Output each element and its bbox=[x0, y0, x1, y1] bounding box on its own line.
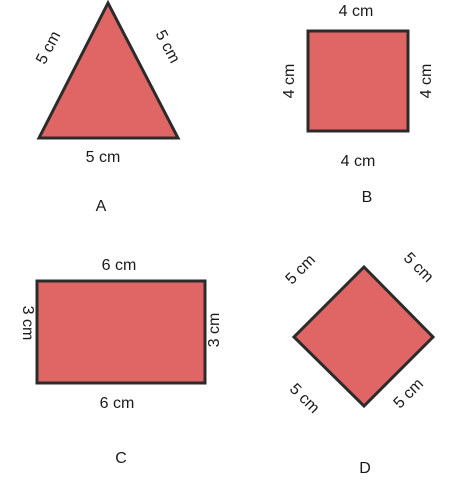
triangle-right-side-label: 5 cm bbox=[152, 28, 183, 67]
figure-a: 5 cm 5 cm 5 cm A bbox=[33, 0, 183, 215]
figure-c: 6 cm 3 cm 3 cm 6 cm C bbox=[19, 257, 223, 467]
square-bottom-side-label: 4 cm bbox=[341, 153, 376, 170]
figure-a-caption: A bbox=[96, 198, 107, 215]
square-top-side-label: 4 cm bbox=[339, 3, 374, 20]
figure-d-caption: D bbox=[359, 460, 371, 477]
figure-b: 4 cm 4 cm 4 cm 4 cm B bbox=[281, 3, 435, 206]
square-left-side-label: 4 cm bbox=[281, 64, 298, 99]
rectangle-left-side-label: 3 cm bbox=[19, 306, 36, 341]
rhombus-top-right-side-label: 5 cm bbox=[400, 250, 437, 287]
triangle-left-side-label: 5 cm bbox=[33, 29, 64, 68]
rhombus-top-left-side-label: 5 cm bbox=[283, 252, 320, 289]
rectangle-right-side-label: 3 cm bbox=[206, 313, 223, 348]
triangle-shape bbox=[36, 0, 181, 140]
triangle-bottom-side-label: 5 cm bbox=[86, 149, 121, 166]
figure-d: 5 cm 5 cm 5 cm 5 cm D bbox=[283, 250, 437, 478]
square-right-side-label: 4 cm bbox=[418, 64, 435, 99]
rhombus-bottom-right-side-label: 5 cm bbox=[391, 376, 428, 413]
figure-b-caption: B bbox=[362, 189, 373, 206]
rhombus-bottom-left-side-label: 5 cm bbox=[286, 381, 323, 418]
rectangle-top-side-label: 6 cm bbox=[102, 257, 137, 274]
square-shape bbox=[306, 29, 410, 133]
rhombus-shape bbox=[291, 264, 436, 409]
figure-c-caption: C bbox=[115, 450, 127, 467]
rectangle-shape bbox=[35, 279, 207, 385]
rectangle-bottom-side-label: 6 cm bbox=[100, 395, 135, 412]
